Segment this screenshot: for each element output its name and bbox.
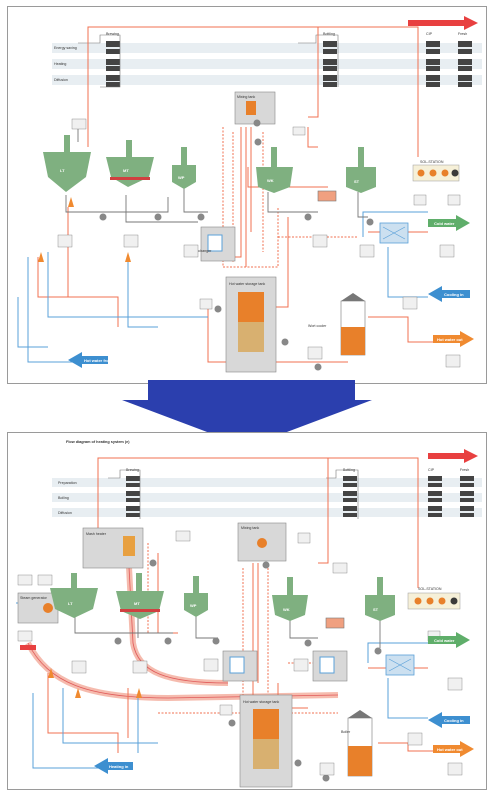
svg-text:Cooling in: Cooling in bbox=[444, 292, 464, 297]
top-wort-cooler bbox=[317, 190, 409, 244]
top-schedule-table: Energy saving Heating Diffusion Brewing … bbox=[52, 32, 482, 88]
bottom-row-label-2: Diffusion bbox=[58, 511, 72, 515]
bottom-flow-diagram: Flow diagram of heating system (e) Prepa… bbox=[16, 440, 482, 788]
svg-text:Cold water: Cold water bbox=[434, 638, 455, 643]
svg-text:Hot water out: Hot water out bbox=[437, 337, 463, 342]
bottom-hot-water-tank: Hot water storage tank bbox=[239, 694, 293, 788]
svg-text:WP: WP bbox=[178, 175, 185, 180]
bottom-vessel-storage: ST bbox=[365, 577, 395, 621]
svg-text:ST: ST bbox=[373, 607, 379, 612]
top-vessel-lauter: LT bbox=[43, 135, 91, 192]
top-arrow-hot-water-out: Hot water out bbox=[433, 331, 474, 347]
top-arrow-cold-water: Cold water bbox=[428, 215, 470, 231]
top-col-label-0: Brewing bbox=[106, 32, 119, 36]
svg-text:Hot water storage tank: Hot water storage tank bbox=[243, 700, 279, 704]
top-hot-inlet-arrow bbox=[408, 16, 478, 30]
bottom-vessel-whirlpool: WP bbox=[184, 576, 208, 617]
bottom-vessel-lauter: LT bbox=[50, 573, 98, 618]
bottom-title: Flow diagram of heating system (e) bbox=[66, 440, 130, 444]
svg-text:SOL-STATION: SOL-STATION bbox=[418, 587, 442, 591]
top-pumps bbox=[99, 138, 374, 371]
top-orange-tank: Wort cooler bbox=[308, 293, 366, 356]
bottom-steam-generator: Steam generator bbox=[17, 592, 59, 624]
top-row-label-0: Energy saving bbox=[54, 46, 77, 50]
svg-text:Heating in: Heating in bbox=[109, 764, 129, 769]
bottom-alarm-marker bbox=[20, 645, 36, 650]
svg-text:WK: WK bbox=[283, 607, 290, 612]
top-vessel-mash: MT bbox=[106, 140, 154, 187]
top-arrow-hot-water-from: Hot water from bbox=[68, 352, 113, 368]
top-vessel-kettle: WK bbox=[256, 147, 293, 193]
svg-text:Hot water from: Hot water from bbox=[84, 358, 113, 363]
bottom-burner-flames bbox=[48, 668, 142, 698]
svg-text:Steam generator: Steam generator bbox=[20, 596, 48, 600]
bottom-mixing-tank: Mixing tank bbox=[237, 522, 287, 562]
svg-text:WP: WP bbox=[190, 603, 197, 608]
bottom-vessel-mash: MT bbox=[116, 573, 164, 619]
top-vessel-whirlpool: WP bbox=[172, 147, 196, 189]
bottom-orange-tank: Boiler bbox=[341, 710, 373, 777]
bottom-meter-panels bbox=[17, 530, 463, 776]
bottom-arrow-hot-water-out: Hot water out bbox=[433, 741, 474, 757]
svg-text:ST: ST bbox=[354, 179, 360, 184]
bottom-arrow-cooling-in: Cooling in bbox=[428, 712, 470, 728]
top-mixing-tank: Mixing tank bbox=[234, 91, 276, 127]
top-heat-exchanger: Heat exchanger bbox=[186, 226, 236, 262]
bottom-col-label-3: Fresh bbox=[460, 468, 469, 472]
bottom-schedule-table: Preparation Boiling Diffusion Brewing Bo… bbox=[52, 468, 482, 519]
top-diagram-panel: Energy saving Heating Diffusion Brewing … bbox=[7, 6, 487, 384]
bottom-arrow-cold-water: Cold water bbox=[428, 632, 470, 648]
svg-text:Mash heater: Mash heater bbox=[86, 532, 107, 536]
bottom-vessel-kettle: WK bbox=[272, 577, 308, 621]
svg-text:MT: MT bbox=[123, 168, 129, 173]
top-hot-water-tank: Hot water storage tank bbox=[225, 276, 277, 373]
bottom-pumps bbox=[114, 559, 382, 782]
bottom-coolers bbox=[325, 617, 415, 676]
top-sol-station: SOL-STATION bbox=[412, 160, 460, 182]
svg-text:Boiler: Boiler bbox=[341, 730, 351, 734]
top-row-label-1: Heating bbox=[54, 62, 66, 66]
svg-text:Heat exchanger: Heat exchanger bbox=[186, 249, 212, 253]
bottom-row-label-0: Preparation bbox=[58, 481, 77, 485]
top-row-label-2: Diffusion bbox=[54, 78, 68, 82]
svg-text:LT: LT bbox=[68, 601, 73, 606]
svg-text:WK: WK bbox=[267, 178, 274, 183]
svg-text:SOL-STATION: SOL-STATION bbox=[420, 160, 444, 164]
bottom-arrow-heating-in: Heating in bbox=[94, 758, 133, 774]
svg-text:MT: MT bbox=[134, 601, 140, 606]
svg-text:Mixing tank: Mixing tank bbox=[237, 95, 255, 99]
svg-text:Cooling in: Cooling in bbox=[444, 718, 464, 723]
bottom-hot-inlet-arrow bbox=[428, 449, 478, 463]
svg-text:Hot water out: Hot water out bbox=[437, 747, 463, 752]
bottom-mash-heater: Mash heater bbox=[82, 527, 144, 569]
svg-text:Wort cooler: Wort cooler bbox=[308, 324, 327, 328]
top-burner-flames bbox=[38, 197, 131, 262]
svg-text:LT: LT bbox=[60, 168, 65, 173]
top-col-label-2: CIP bbox=[426, 32, 433, 36]
bottom-heat-exchanger-2 bbox=[312, 650, 348, 682]
top-col-label-3: Fresh bbox=[458, 32, 467, 36]
top-vessel-storage: ST bbox=[346, 147, 376, 193]
top-meter-panels bbox=[57, 118, 461, 368]
bottom-heating-loop bbox=[25, 547, 339, 702]
top-col-label-1: Bottling bbox=[323, 32, 335, 36]
bottom-diagram-panel: Flow diagram of heating system (e) Prepa… bbox=[7, 432, 487, 790]
bottom-sol-station: SOL-STATION bbox=[407, 587, 461, 610]
svg-text:Cold water: Cold water bbox=[434, 221, 455, 226]
top-arrow-cooling-in: Cooling in bbox=[428, 286, 470, 302]
svg-text:Mixing tank: Mixing tank bbox=[241, 526, 259, 530]
bottom-col-label-2: CIP bbox=[428, 468, 435, 472]
bottom-row-label-1: Boiling bbox=[58, 496, 69, 500]
top-flow-diagram: Energy saving Heating Diffusion Brewing … bbox=[17, 16, 482, 373]
svg-text:Hot water storage tank: Hot water storage tank bbox=[229, 282, 265, 286]
bottom-heat-exchanger-1 bbox=[222, 650, 258, 682]
